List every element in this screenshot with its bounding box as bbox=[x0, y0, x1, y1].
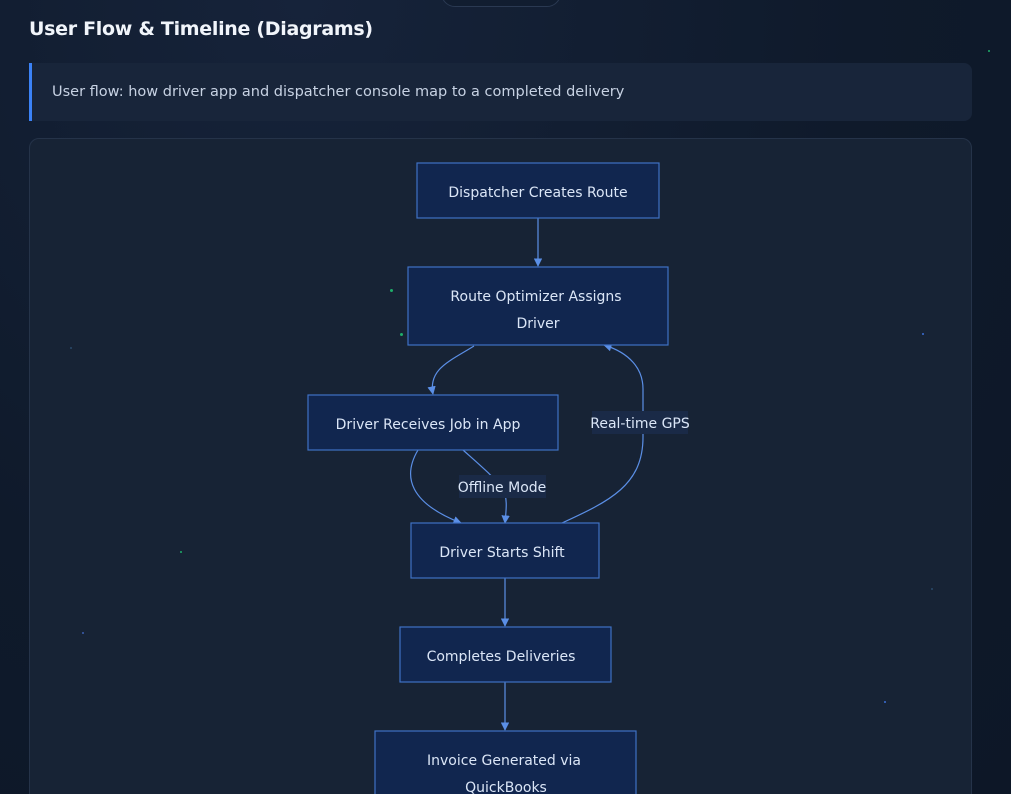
sparkle-dot bbox=[70, 347, 72, 349]
node-invoice-line-2: QuickBooks bbox=[465, 780, 547, 794]
sparkle-dot bbox=[988, 50, 990, 52]
section-title: User Flow & Timeline (Diagrams) bbox=[29, 18, 373, 40]
edge-label-real-time-gps-text: Real-time GPS bbox=[590, 416, 690, 432]
node-dispatcher-creates-route-label: Dispatcher Creates Route bbox=[448, 185, 627, 201]
edge-optimizer-to-receive bbox=[427, 345, 475, 395]
node-invoice-generated[interactable]: Invoice Generated via QuickBooks bbox=[374, 730, 637, 794]
sparkle-dot bbox=[180, 551, 182, 553]
diagram-panel: Offline Mode Real-time GPS Dispatcher Cr… bbox=[29, 138, 972, 794]
sparkle-dot bbox=[82, 632, 84, 634]
node-driver-starts-shift[interactable]: Driver Starts Shift bbox=[410, 522, 600, 579]
sparkle-dot bbox=[922, 333, 924, 335]
node-route-optimizer-line-2: Driver bbox=[516, 316, 559, 332]
edge-label-offline-mode-text: Offline Mode bbox=[458, 480, 547, 496]
edge-receive-to-shift bbox=[410, 449, 462, 525]
sparkle-dot bbox=[400, 333, 403, 336]
edge-label-real-time-gps: Real-time GPS bbox=[590, 411, 690, 434]
edge-label-offline-mode: Offline Mode bbox=[458, 475, 547, 498]
node-route-optimizer-line-1: Route Optimizer Assigns bbox=[450, 289, 621, 305]
node-invoice-line-1: Invoice Generated via bbox=[427, 753, 581, 769]
top-pill-button[interactable] bbox=[441, 0, 561, 7]
node-dispatcher-creates-route[interactable]: Dispatcher Creates Route bbox=[416, 162, 660, 219]
node-driver-receives-job[interactable]: Driver Receives Job in App bbox=[307, 394, 559, 451]
sparkle-dot bbox=[931, 588, 933, 590]
node-completes-deliveries-label: Completes Deliveries bbox=[427, 649, 576, 665]
node-driver-receives-job-label: Driver Receives Job in App bbox=[336, 417, 521, 433]
sparkle-dot bbox=[884, 701, 886, 703]
edge-shift-to-optimizer-gps bbox=[561, 343, 644, 524]
flowchart-svg: Offline Mode Real-time GPS Dispatcher Cr… bbox=[307, 162, 690, 794]
node-completes-deliveries[interactable]: Completes Deliveries bbox=[399, 626, 612, 683]
flow-description-callout: User flow: how driver app and dispatcher… bbox=[29, 63, 972, 121]
node-driver-starts-shift-label: Driver Starts Shift bbox=[439, 545, 565, 561]
node-route-optimizer-assigns-driver[interactable]: Route Optimizer Assigns Driver bbox=[407, 266, 669, 346]
sparkle-dot bbox=[390, 289, 393, 292]
